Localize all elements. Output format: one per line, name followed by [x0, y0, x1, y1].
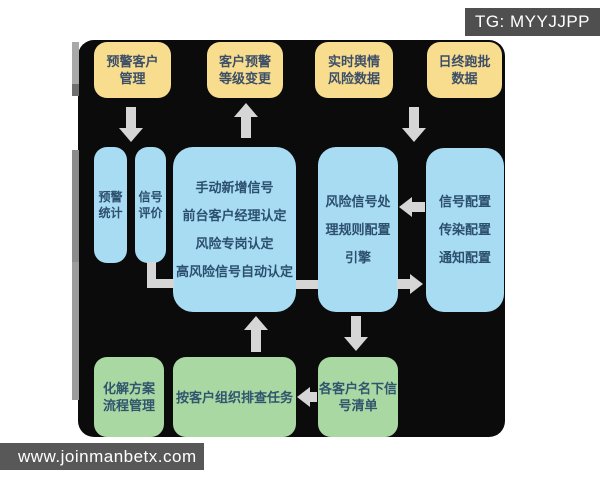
left-edge-artifact	[72, 262, 79, 400]
box-line: 号清单	[338, 398, 378, 413]
box-line: 预警客户	[106, 54, 159, 69]
arrow-up-icon	[244, 316, 268, 330]
box-eod-batch-data: 日终跑批 数据	[427, 42, 502, 98]
box-realtime-sentiment-risk-data: 实时舆情 风险数据	[315, 42, 393, 98]
box-line: 各客户名下信	[318, 381, 397, 396]
box-warning-customer-management: 预警客户 管理	[94, 42, 171, 98]
site-watermark-bar: www.joinmanbetx.com	[0, 443, 204, 470]
arrow-left-icon	[399, 197, 412, 217]
site-watermark-label: www.joinmanbetx.com	[18, 446, 197, 466]
box-line: 手动新增信号	[195, 179, 274, 195]
box-line: 统计	[98, 206, 123, 220]
box-line: 信号配置	[438, 194, 491, 209]
box-line: 信号	[138, 190, 163, 204]
box-line: 理规则配置	[325, 221, 391, 237]
arrow-down-icon	[119, 128, 143, 142]
box-line: 前台客户经理认定	[182, 207, 287, 223]
arrow-up-icon	[251, 329, 261, 352]
box-org-inspection-task: 按客户组织排查任务	[173, 357, 296, 437]
box-warning-statistics: 预警 统计	[94, 147, 127, 263]
box-line: 日终跑批	[438, 54, 491, 69]
box-line: 高风险信号自动认定	[175, 263, 293, 279]
box-line: 按客户组织排查任务	[175, 389, 293, 405]
connector-line	[296, 280, 318, 289]
box-line: 评价	[138, 206, 163, 220]
box-line: 通知配置	[438, 250, 491, 265]
box-line: 客户预警	[218, 54, 271, 69]
tg-watermark-badge: TG: MYYJJPP	[465, 8, 600, 36]
connector-line	[147, 279, 174, 288]
left-edge-artifact	[72, 84, 79, 96]
arrow-down-icon	[126, 107, 136, 129]
box-signal-evaluation: 信号 评价	[135, 147, 166, 263]
box-line: 传染配置	[438, 222, 491, 237]
box-signal-recognition: 手动新增信号 前台客户经理认定 风险专岗认定 高风险信号自动认定	[173, 147, 296, 312]
arrow-left-icon	[309, 392, 317, 402]
box-risk-signal-rule-engine: 风险信号处 理规则配置 引擎	[318, 147, 398, 312]
arrow-up-icon	[234, 103, 258, 117]
box-line: 风险数据	[327, 71, 380, 86]
connector-line	[147, 262, 156, 288]
box-resolution-plan-process: 化解方案 流程管理	[94, 357, 164, 437]
box-line: 化解方案	[102, 381, 155, 396]
arrow-down-icon	[351, 316, 361, 338]
tg-watermark-label: TG: MYYJJPP	[474, 12, 591, 31]
left-edge-artifact	[72, 150, 79, 262]
box-line: 数据	[451, 71, 478, 86]
box-line: 风险信号处	[325, 193, 391, 209]
arrow-up-icon	[241, 116, 251, 138]
box-line: 引擎	[344, 249, 371, 265]
box-customer-signal-list: 各客户名下信 号清单	[318, 357, 398, 437]
box-line: 实时舆情	[327, 54, 380, 69]
arrow-down-icon	[402, 128, 426, 142]
box-line: 风险专岗认定	[195, 235, 274, 251]
arrow-right-icon	[397, 279, 411, 289]
box-customer-warning-level-change: 客户预警 等级变更	[207, 42, 283, 98]
box-line: 预警	[98, 190, 123, 204]
box-signal-config: 信号配置 传染配置 通知配置	[426, 148, 504, 312]
box-line: 等级变更	[218, 71, 271, 86]
box-line: 流程管理	[102, 398, 155, 413]
arrow-right-icon	[410, 274, 423, 294]
left-edge-artifact	[72, 42, 79, 84]
box-line: 管理	[119, 71, 146, 86]
arrow-down-icon	[409, 107, 419, 129]
arrow-left-icon	[297, 387, 310, 407]
arrow-down-icon	[344, 337, 368, 351]
arrow-left-icon	[411, 202, 425, 212]
